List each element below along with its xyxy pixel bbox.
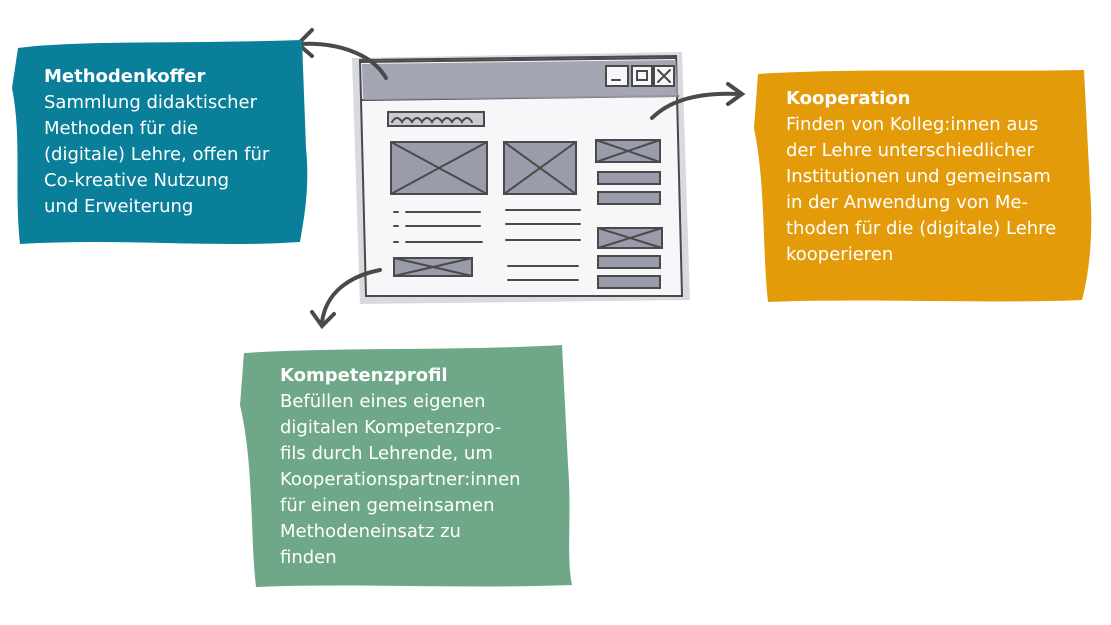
methodenkoffer-title: Methodenkoffer (44, 64, 298, 90)
kompetenzprofil-text: Befüllen eines eigenen digitalen Kompete… (280, 389, 568, 571)
card-kompetenzprofil: Kompetenzprofil Befüllen eines eigenen d… (236, 345, 578, 590)
kooperation-title: Kooperation (786, 86, 1084, 112)
wireframe-sketch (352, 52, 690, 304)
kompetenzprofil-title: Kompetenzprofil (280, 363, 568, 389)
card-methodenkoffer: Methodenkoffer Sammlung didaktischer Met… (10, 38, 310, 246)
card-kooperation: Kooperation Finden von Kolleg:innen aus … (752, 68, 1094, 304)
methodenkoffer-text: Sammlung didaktischer Methoden für die (… (44, 90, 298, 220)
kooperation-text: Finden von Kolleg:innen aus der Lehre un… (786, 112, 1084, 268)
